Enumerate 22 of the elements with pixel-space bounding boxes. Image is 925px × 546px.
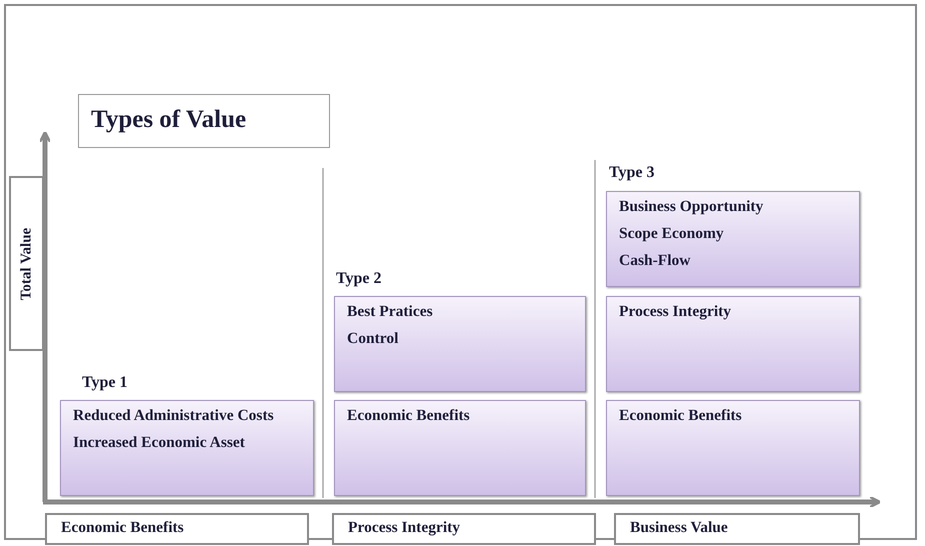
block-text: Cash-Flow	[619, 252, 692, 270]
value-block	[334, 296, 586, 392]
block-text: Best Pratices	[347, 303, 434, 321]
category-box: Economic Benefits	[45, 513, 309, 545]
value-block	[60, 400, 314, 496]
axis-label: Total Value	[18, 227, 35, 300]
block-text: Control	[347, 330, 400, 348]
block-text: Reduced Administrative Costs	[73, 407, 275, 425]
type-heading: Type 1	[82, 374, 128, 392]
type-heading: Type 3	[609, 164, 654, 182]
value-block: Economic Benefits	[334, 400, 586, 496]
axis-title-box	[9, 176, 44, 351]
title-box: Types of Value	[78, 94, 330, 148]
category-box: Process Integrity	[332, 513, 596, 545]
value-block: Process Integrity	[606, 296, 860, 392]
block-text: Scope Economy	[619, 225, 725, 243]
type-heading: Type 2	[336, 270, 382, 288]
category-box: Business Value	[614, 513, 860, 545]
value-block	[606, 191, 860, 287]
block-text: Business Opportunity	[619, 198, 764, 216]
block-text: Increased Economic Asset	[73, 434, 246, 452]
value-block: Economic Benefits	[606, 400, 860, 496]
